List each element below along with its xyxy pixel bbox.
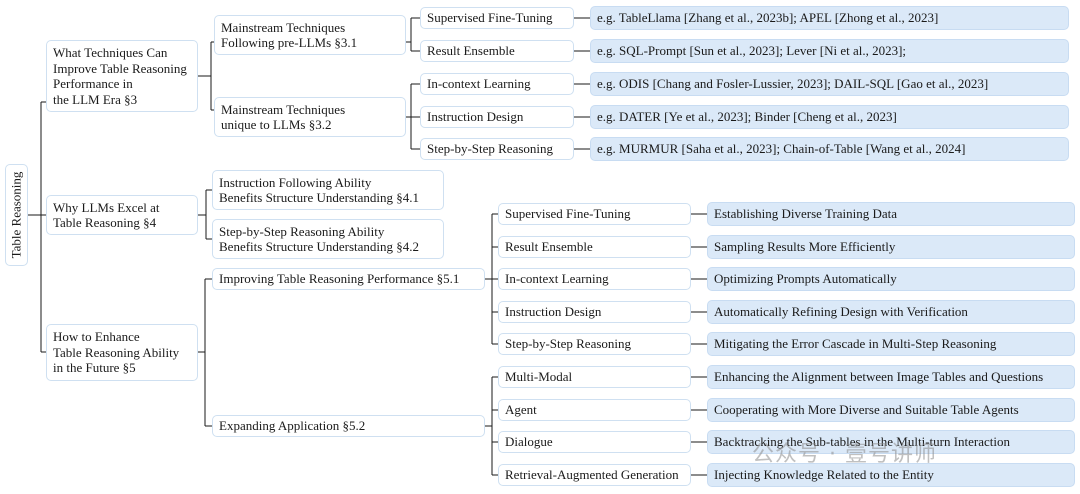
section-4-2-node: Step-by-Step Reasoning Ability Benefits … [212, 219, 444, 259]
direction-leaf: Mitigating the Error Cascade in Multi-St… [707, 332, 1075, 356]
direction-text: Cooperating with More Diverse and Suitab… [714, 402, 1019, 417]
technique-label: Supervised Fine-Tuning [427, 10, 553, 26]
example-text: e.g. ODIS [Chang and Fosler-Lussier, 202… [597, 76, 989, 91]
section-5-line-2: Table Reasoning Ability [53, 344, 180, 360]
application-label: Agent [505, 402, 537, 418]
technique-label: Step-by-Step Reasoning [427, 141, 554, 157]
technique-node: Instruction Design [420, 106, 574, 128]
technique-node: Result Ensemble [420, 40, 574, 62]
direction-text: Sampling Results More Efficiently [714, 239, 896, 254]
section-4-1-node: Instruction Following Ability Benefits S… [212, 170, 444, 210]
application-node: Dialogue [498, 431, 691, 453]
direction-leaf: Enhancing the Alignment between Image Ta… [707, 365, 1075, 389]
future-technique-node: Result Ensemble [498, 236, 691, 258]
direction-text: Optimizing Prompts Automatically [714, 271, 897, 286]
section-3-line-1: What Techniques Can [53, 45, 168, 60]
section-3-1-node: Mainstream Techniques Following pre-LLMs… [214, 15, 406, 55]
section-4-line-1: Why LLMs Excel at [53, 199, 160, 215]
root-label: Table Reasoning [8, 171, 24, 259]
section-3-2-line-2: unique to LLMs §3.2 [221, 117, 332, 132]
example-text: e.g. TableLlama [Zhang et al., 2023b]; A… [597, 10, 939, 25]
section-3-node: What Techniques Can Improve Table Reason… [46, 40, 198, 112]
technique-label: Instruction Design [427, 109, 524, 125]
direction-leaf: Cooperating with More Diverse and Suitab… [707, 398, 1075, 422]
direction-leaf: Injecting Knowledge Related to the Entit… [707, 463, 1075, 487]
application-node: Agent [498, 399, 691, 421]
section-5-line-1: How to Enhance [53, 329, 140, 345]
section-5-2-node: Expanding Application §5.2 [212, 415, 485, 437]
direction-leaf: Backtracking the Sub-tables in the Multi… [707, 430, 1075, 454]
section-4-2-line-2: Benefits Structure Understanding §4.2 [219, 239, 420, 254]
section-5-2-label: Expanding Application §5.2 [219, 418, 366, 434]
section-4-1-line-2: Benefits Structure Understanding §4.1 [219, 190, 420, 205]
future-technique-label: In-context Learning [505, 271, 609, 287]
watermark: 公众号 · 壹号讲师 [752, 442, 937, 467]
section-4-node: Why LLMs Excel at Table Reasoning §4 [46, 195, 198, 235]
root-node: Table Reasoning [5, 164, 28, 266]
section-5-1-node: Improving Table Reasoning Performance §5… [212, 268, 485, 290]
section-3-line-2: Improve Table Reasoning [53, 60, 187, 76]
section-5-line-3: in the Future §5 [53, 360, 136, 376]
future-technique-node: Supervised Fine-Tuning [498, 203, 691, 225]
future-technique-label: Instruction Design [505, 304, 602, 320]
section-3-1-line-2: Following pre-LLMs §3.1 [221, 35, 358, 50]
example-text: e.g. MURMUR [Saha et al., 2023]; Chain-o… [597, 141, 966, 156]
example-leaf: e.g. TableLlama [Zhang et al., 2023b]; A… [590, 6, 1069, 30]
section-3-2-line-1: Mainstream Techniques [221, 101, 346, 117]
direction-leaf: Sampling Results More Efficiently [707, 235, 1075, 259]
example-text: e.g. DATER [Ye et al., 2023]; Binder [Ch… [597, 109, 897, 124]
application-node: Multi-Modal [498, 366, 691, 388]
section-3-line-3: Performance in [53, 76, 133, 91]
future-technique-label: Step-by-Step Reasoning [505, 336, 632, 352]
direction-text: Injecting Knowledge Related to the Entit… [714, 467, 934, 482]
section-5-1-label: Improving Table Reasoning Performance §5… [219, 271, 460, 287]
technique-label: In-context Learning [427, 76, 531, 92]
section-3-line-4: the LLM Era §3 [53, 91, 138, 107]
section-5-node: How to Enhance Table Reasoning Ability i… [46, 324, 198, 381]
example-leaf: e.g. MURMUR [Saha et al., 2023]; Chain-o… [590, 137, 1069, 161]
direction-leaf: Optimizing Prompts Automatically [707, 267, 1075, 291]
application-label: Dialogue [505, 434, 553, 450]
direction-text: Automatically Refining Design with Verif… [714, 304, 968, 319]
section-4-line-2: Table Reasoning §4 [53, 215, 157, 230]
future-technique-node: Step-by-Step Reasoning [498, 333, 691, 355]
future-technique-node: Instruction Design [498, 301, 691, 323]
section-4-2-line-1: Step-by-Step Reasoning Ability [219, 223, 385, 239]
direction-text: Mitigating the Error Cascade in Multi-St… [714, 336, 997, 351]
application-node: Retrieval-Augmented Generation [498, 464, 691, 486]
technique-node: In-context Learning [420, 73, 574, 95]
application-label: Retrieval-Augmented Generation [505, 467, 679, 483]
section-3-2-node: Mainstream Techniques unique to LLMs §3.… [214, 97, 406, 137]
example-leaf: e.g. SQL-Prompt [Sun et al., 2023]; Leve… [590, 39, 1069, 63]
future-technique-label: Supervised Fine-Tuning [505, 206, 631, 222]
technique-node: Supervised Fine-Tuning [420, 7, 574, 29]
future-technique-label: Result Ensemble [505, 239, 593, 255]
direction-leaf: Automatically Refining Design with Verif… [707, 300, 1075, 324]
direction-leaf: Establishing Diverse Training Data [707, 202, 1075, 226]
section-3-1-line-1: Mainstream Techniques [221, 19, 346, 35]
direction-text: Backtracking the Sub-tables in the Multi… [714, 434, 1011, 449]
example-leaf: e.g. ODIS [Chang and Fosler-Lussier, 202… [590, 72, 1069, 96]
future-technique-node: In-context Learning [498, 268, 691, 290]
direction-text: Enhancing the Alignment between Image Ta… [714, 369, 1044, 384]
technique-node: Step-by-Step Reasoning [420, 138, 574, 160]
technique-label: Result Ensemble [427, 43, 515, 59]
direction-text: Establishing Diverse Training Data [714, 206, 898, 221]
section-4-1-line-1: Instruction Following Ability [219, 174, 372, 190]
example-leaf: e.g. DATER [Ye et al., 2023]; Binder [Ch… [590, 105, 1069, 129]
example-text: e.g. SQL-Prompt [Sun et al., 2023]; Leve… [597, 43, 907, 58]
application-label: Multi-Modal [505, 369, 573, 385]
